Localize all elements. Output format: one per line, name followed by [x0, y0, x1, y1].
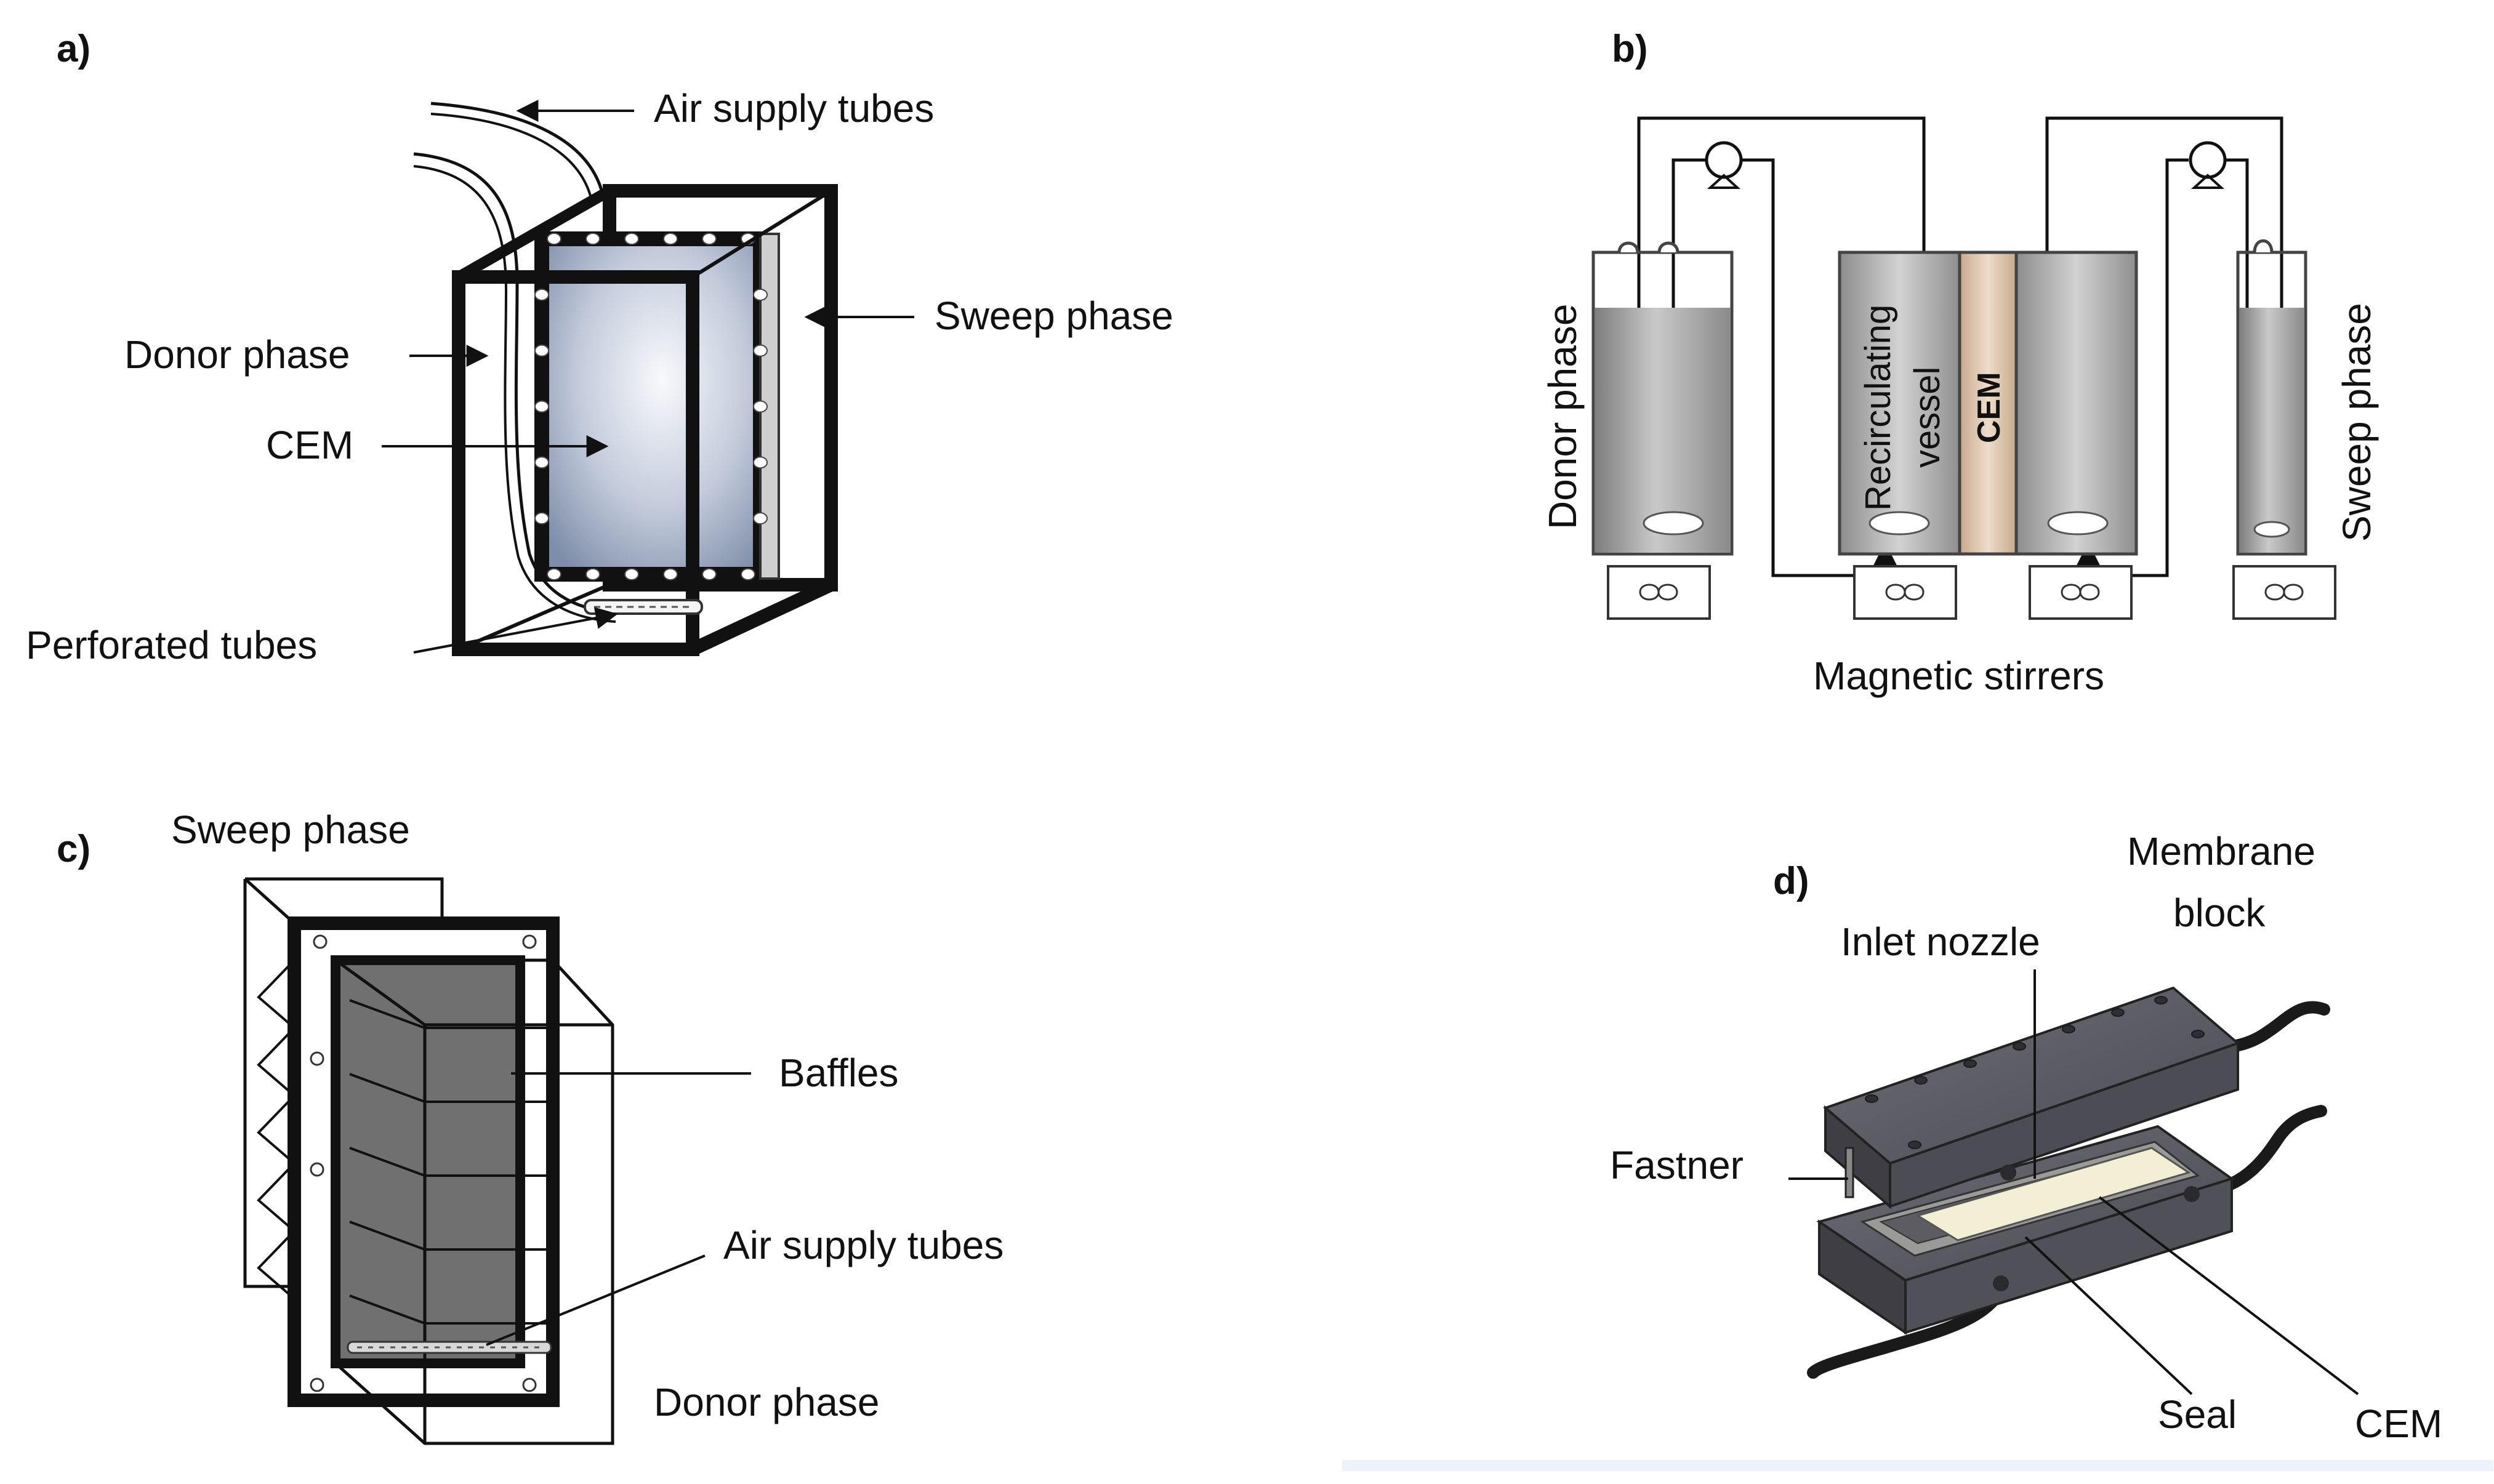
frame-bead — [702, 568, 717, 580]
stir-bar-icon — [1868, 511, 1930, 535]
label-seal: Seal — [2158, 1392, 2237, 1437]
cem-sheet — [1915, 1147, 2191, 1241]
label-sweep-phase: Sweep phase — [935, 294, 1173, 338]
label-baffles: Baffles — [779, 1051, 899, 1095]
label-block: block — [2173, 891, 2266, 935]
label-membrane: Membrane — [2127, 829, 2315, 873]
frame-bead — [753, 512, 768, 525]
stir-bar-icon — [2047, 511, 2109, 535]
frame-bead — [663, 233, 678, 245]
stir-bar-icon — [1643, 511, 1704, 535]
sweep-baffles — [257, 959, 296, 1300]
panel-d-bottom-strip — [1342, 1460, 2493, 1471]
donor-baffles — [349, 999, 555, 1342]
frame-bead — [534, 456, 549, 469]
top-block — [1823, 986, 2240, 1209]
frame-bead — [753, 344, 768, 357]
frame-bead — [624, 233, 639, 245]
label-magnetic-stirrers: Magnetic stirrers — [1813, 654, 2104, 698]
donor-vessel — [1591, 241, 1734, 556]
cem-membrane — [1958, 251, 2018, 556]
sweep-side-vessel — [2014, 251, 2138, 556]
label-air-supply-tubes-c: Air supply tubes — [723, 1223, 1004, 1267]
air-supply-tubes-drawing — [413, 102, 616, 623]
frame-bead — [753, 288, 768, 301]
stirrer-icon — [2232, 565, 2336, 620]
label-recirculating: Recirculating — [1858, 305, 1898, 511]
panel-d: d) Membrane block Inlet nozzle Fastner S… — [1342, 829, 2493, 1471]
frame-bead — [534, 512, 549, 525]
frame-bead — [585, 568, 600, 580]
label-donor-phase-c: Donor phase — [654, 1380, 879, 1424]
stirrer-icon — [1607, 565, 1711, 620]
panel-c-tag: c) — [57, 828, 91, 870]
panel-a-tag: a) — [57, 28, 91, 70]
sweep-vessel — [2236, 239, 2307, 556]
label-cem: CEM — [266, 423, 353, 467]
frame-bead — [753, 400, 768, 413]
fastner-piece — [1844, 1147, 1854, 1198]
label-vessel: vessel — [1907, 367, 1947, 468]
frame-bead — [663, 568, 678, 580]
label-sweep-phase-c: Sweep phase — [171, 808, 410, 852]
sweep-box-outline — [243, 877, 444, 1288]
frame-bolt-holes — [310, 934, 537, 1392]
frame-bead — [702, 233, 717, 245]
frame-bead — [534, 344, 549, 357]
panel-c: c) Sweep phase Baffl — [57, 808, 1004, 1445]
frame-bead — [624, 568, 639, 580]
label-sweep-phase-b: Sweep phase — [2335, 303, 2379, 542]
stirrer-icon — [2029, 565, 2133, 620]
donor-box-outline — [334, 958, 614, 1445]
frame-bead — [741, 568, 755, 580]
top-block-bolts — [1865, 996, 2205, 1149]
label-air-supply-tubes: Air supply tubes — [654, 86, 934, 130]
label-inlet-nozzle: Inlet nozzle — [1841, 920, 2040, 964]
label-cem-b: CEM — [1971, 372, 2007, 443]
perforated-tube — [584, 599, 703, 615]
label-cem-d: CEM — [2355, 1402, 2442, 1446]
label-fastner: Fastner — [1610, 1143, 1744, 1187]
frame-bead — [534, 288, 549, 301]
air-supply-tube-c — [347, 1341, 552, 1354]
cem-panel — [534, 231, 780, 582]
outer-frame-front — [452, 186, 834, 656]
frame-bead — [753, 456, 768, 469]
frame-bead — [547, 233, 561, 245]
panel-a: a) — [26, 28, 1173, 667]
frame-bead — [547, 568, 561, 580]
frame-bead — [585, 233, 600, 245]
pump-icon — [1705, 141, 1743, 189]
panel-b-tag: b) — [1612, 28, 1648, 70]
frame-bead — [534, 400, 549, 413]
pump-icon — [2189, 141, 2227, 189]
label-perforated-tubes: Perforated tubes — [26, 623, 317, 667]
leader-lines-d — [1788, 969, 2359, 1395]
recirculating-vessel — [1838, 251, 1961, 556]
label-donor-phase: Donor phase — [124, 332, 350, 377]
panel-d-tag: d) — [1773, 860, 1809, 902]
stir-bar-icon — [2253, 521, 2290, 538]
label-donor-phase-b: Donor phase — [1540, 304, 1585, 529]
stirrer-icon — [1853, 565, 1957, 620]
magnetic-stirrers — [1607, 565, 2336, 620]
panel-b: b) — [1540, 28, 2379, 698]
cem-frame-beads — [534, 233, 768, 580]
